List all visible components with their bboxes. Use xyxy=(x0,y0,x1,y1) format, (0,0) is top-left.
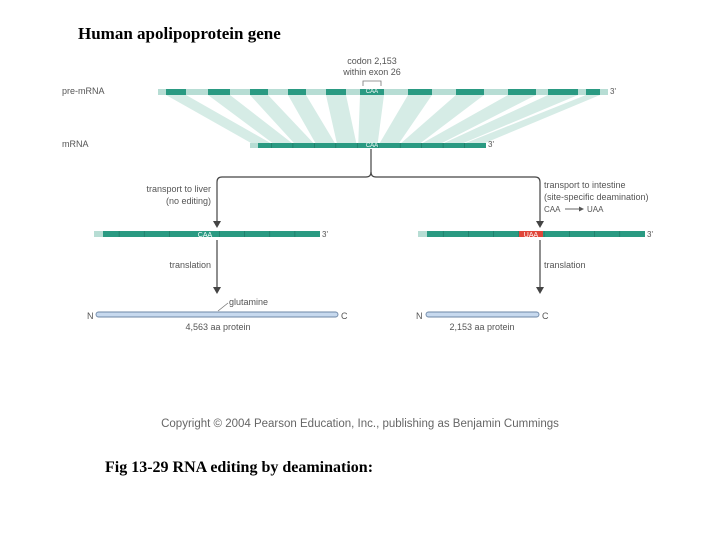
intestine-mrna-codon-box xyxy=(519,231,543,237)
mrna-codon: CAA xyxy=(366,143,378,149)
mrna-5prime-utr xyxy=(250,143,258,148)
intestine-label-line1: transport to intestine xyxy=(544,180,626,190)
intestine-protein-label: 2,153 aa protein xyxy=(449,322,514,332)
pre-mrna-exon-3 xyxy=(250,89,268,95)
mrna-label: mRNA xyxy=(62,139,89,149)
arrowhead-liver xyxy=(213,221,221,228)
pre-mrna-bar xyxy=(158,89,608,95)
branch-bracket-right xyxy=(370,171,541,222)
translation-label-intestine: translation xyxy=(544,260,586,270)
pre-mrna-exon-7 xyxy=(408,89,432,95)
liver-n-terminus: N xyxy=(87,311,94,321)
pre-mrna-3prime: 3' xyxy=(610,87,616,96)
pre-mrna-exon-1 xyxy=(166,89,186,95)
figure-caption: Fig 13-29 RNA editing by deamination: xyxy=(105,459,374,476)
pre-mrna-exon-10 xyxy=(548,89,578,95)
codon-label-line1: codon 2,153 xyxy=(347,56,397,66)
fan-segment-9 xyxy=(422,95,536,143)
edit-to-codon: UAA xyxy=(587,205,604,214)
liver-protein-label: 4,563 aa protein xyxy=(185,322,250,332)
liver-label-line1: transport to liver xyxy=(146,184,211,194)
intestine-c-terminus: C xyxy=(542,311,549,321)
fan-segment-7 xyxy=(379,95,432,143)
liver-c-terminus: C xyxy=(341,311,348,321)
fan-segment-3 xyxy=(250,95,314,143)
intestine-mrna-3prime: 3' xyxy=(647,230,653,239)
copyright-notice: Copyright © 2004 Pearson Education, Inc.… xyxy=(161,418,559,430)
pre-mrna-exon-2 xyxy=(208,89,230,95)
intestine-mrna-codon: UAA xyxy=(524,232,539,239)
pre-mrna-exon-4 xyxy=(288,89,306,95)
fan-segment-8 xyxy=(401,95,484,143)
edit-from-codon: CAA xyxy=(544,205,561,214)
splicing-fan xyxy=(166,95,600,143)
translation-arrowhead-liver xyxy=(213,287,221,294)
liver-mrna-bar xyxy=(94,231,320,237)
pre-mrna-codon: CAA xyxy=(366,89,378,95)
arrowhead-intestine xyxy=(536,221,544,228)
fan-segment-1 xyxy=(166,95,271,143)
pre-mrna-exon-6 xyxy=(360,89,384,95)
fan-segment-2 xyxy=(208,95,292,143)
intestine-mrna-bar xyxy=(418,231,645,237)
pre-mrna-exon-5 xyxy=(326,89,346,95)
fan-segment-10 xyxy=(444,95,578,143)
translation-label-liver: translation xyxy=(169,260,211,270)
branch-bracket xyxy=(216,149,372,222)
intestine-mrna-5prime-utr xyxy=(418,231,427,237)
translation-arrowhead-intestine xyxy=(536,287,544,294)
pre-mrna-exon-11 xyxy=(586,89,600,95)
liver-mrna-codon-box xyxy=(193,231,217,237)
glutamine-label: glutamine xyxy=(229,297,268,307)
liver-mrna-3prime: 3' xyxy=(322,230,328,239)
slide-title: Human apolipoprotein gene xyxy=(78,24,281,43)
fan-segment-4 xyxy=(288,95,335,143)
fan-segment-11 xyxy=(465,95,600,143)
liver-mrna-codon: CAA xyxy=(198,232,213,239)
liver-label-line2: (no editing) xyxy=(166,196,211,206)
intestine-label-line2: (site-specific deamination) xyxy=(544,192,649,202)
pre-mrna-exon-9 xyxy=(508,89,536,95)
mrna-bar xyxy=(250,143,486,148)
glutamine-pointer xyxy=(217,302,229,312)
intestine-protein-bar xyxy=(425,311,540,318)
intestine-n-terminus: N xyxy=(416,311,423,321)
pre-mrna-label: pre-mRNA xyxy=(62,86,105,96)
fan-segment-5 xyxy=(326,95,357,143)
edit-arrow-head xyxy=(579,206,584,212)
liver-protein-bar xyxy=(95,311,339,318)
mrna-3prime: 3' xyxy=(488,140,494,149)
fan-segment-6 xyxy=(358,95,384,143)
codon-label-line2: within exon 26 xyxy=(342,67,401,77)
liver-mrna-5prime-utr xyxy=(94,231,103,237)
mrna-backbone xyxy=(250,143,486,148)
codon-bracket xyxy=(362,80,382,86)
pre-mrna-exon-8 xyxy=(456,89,484,95)
